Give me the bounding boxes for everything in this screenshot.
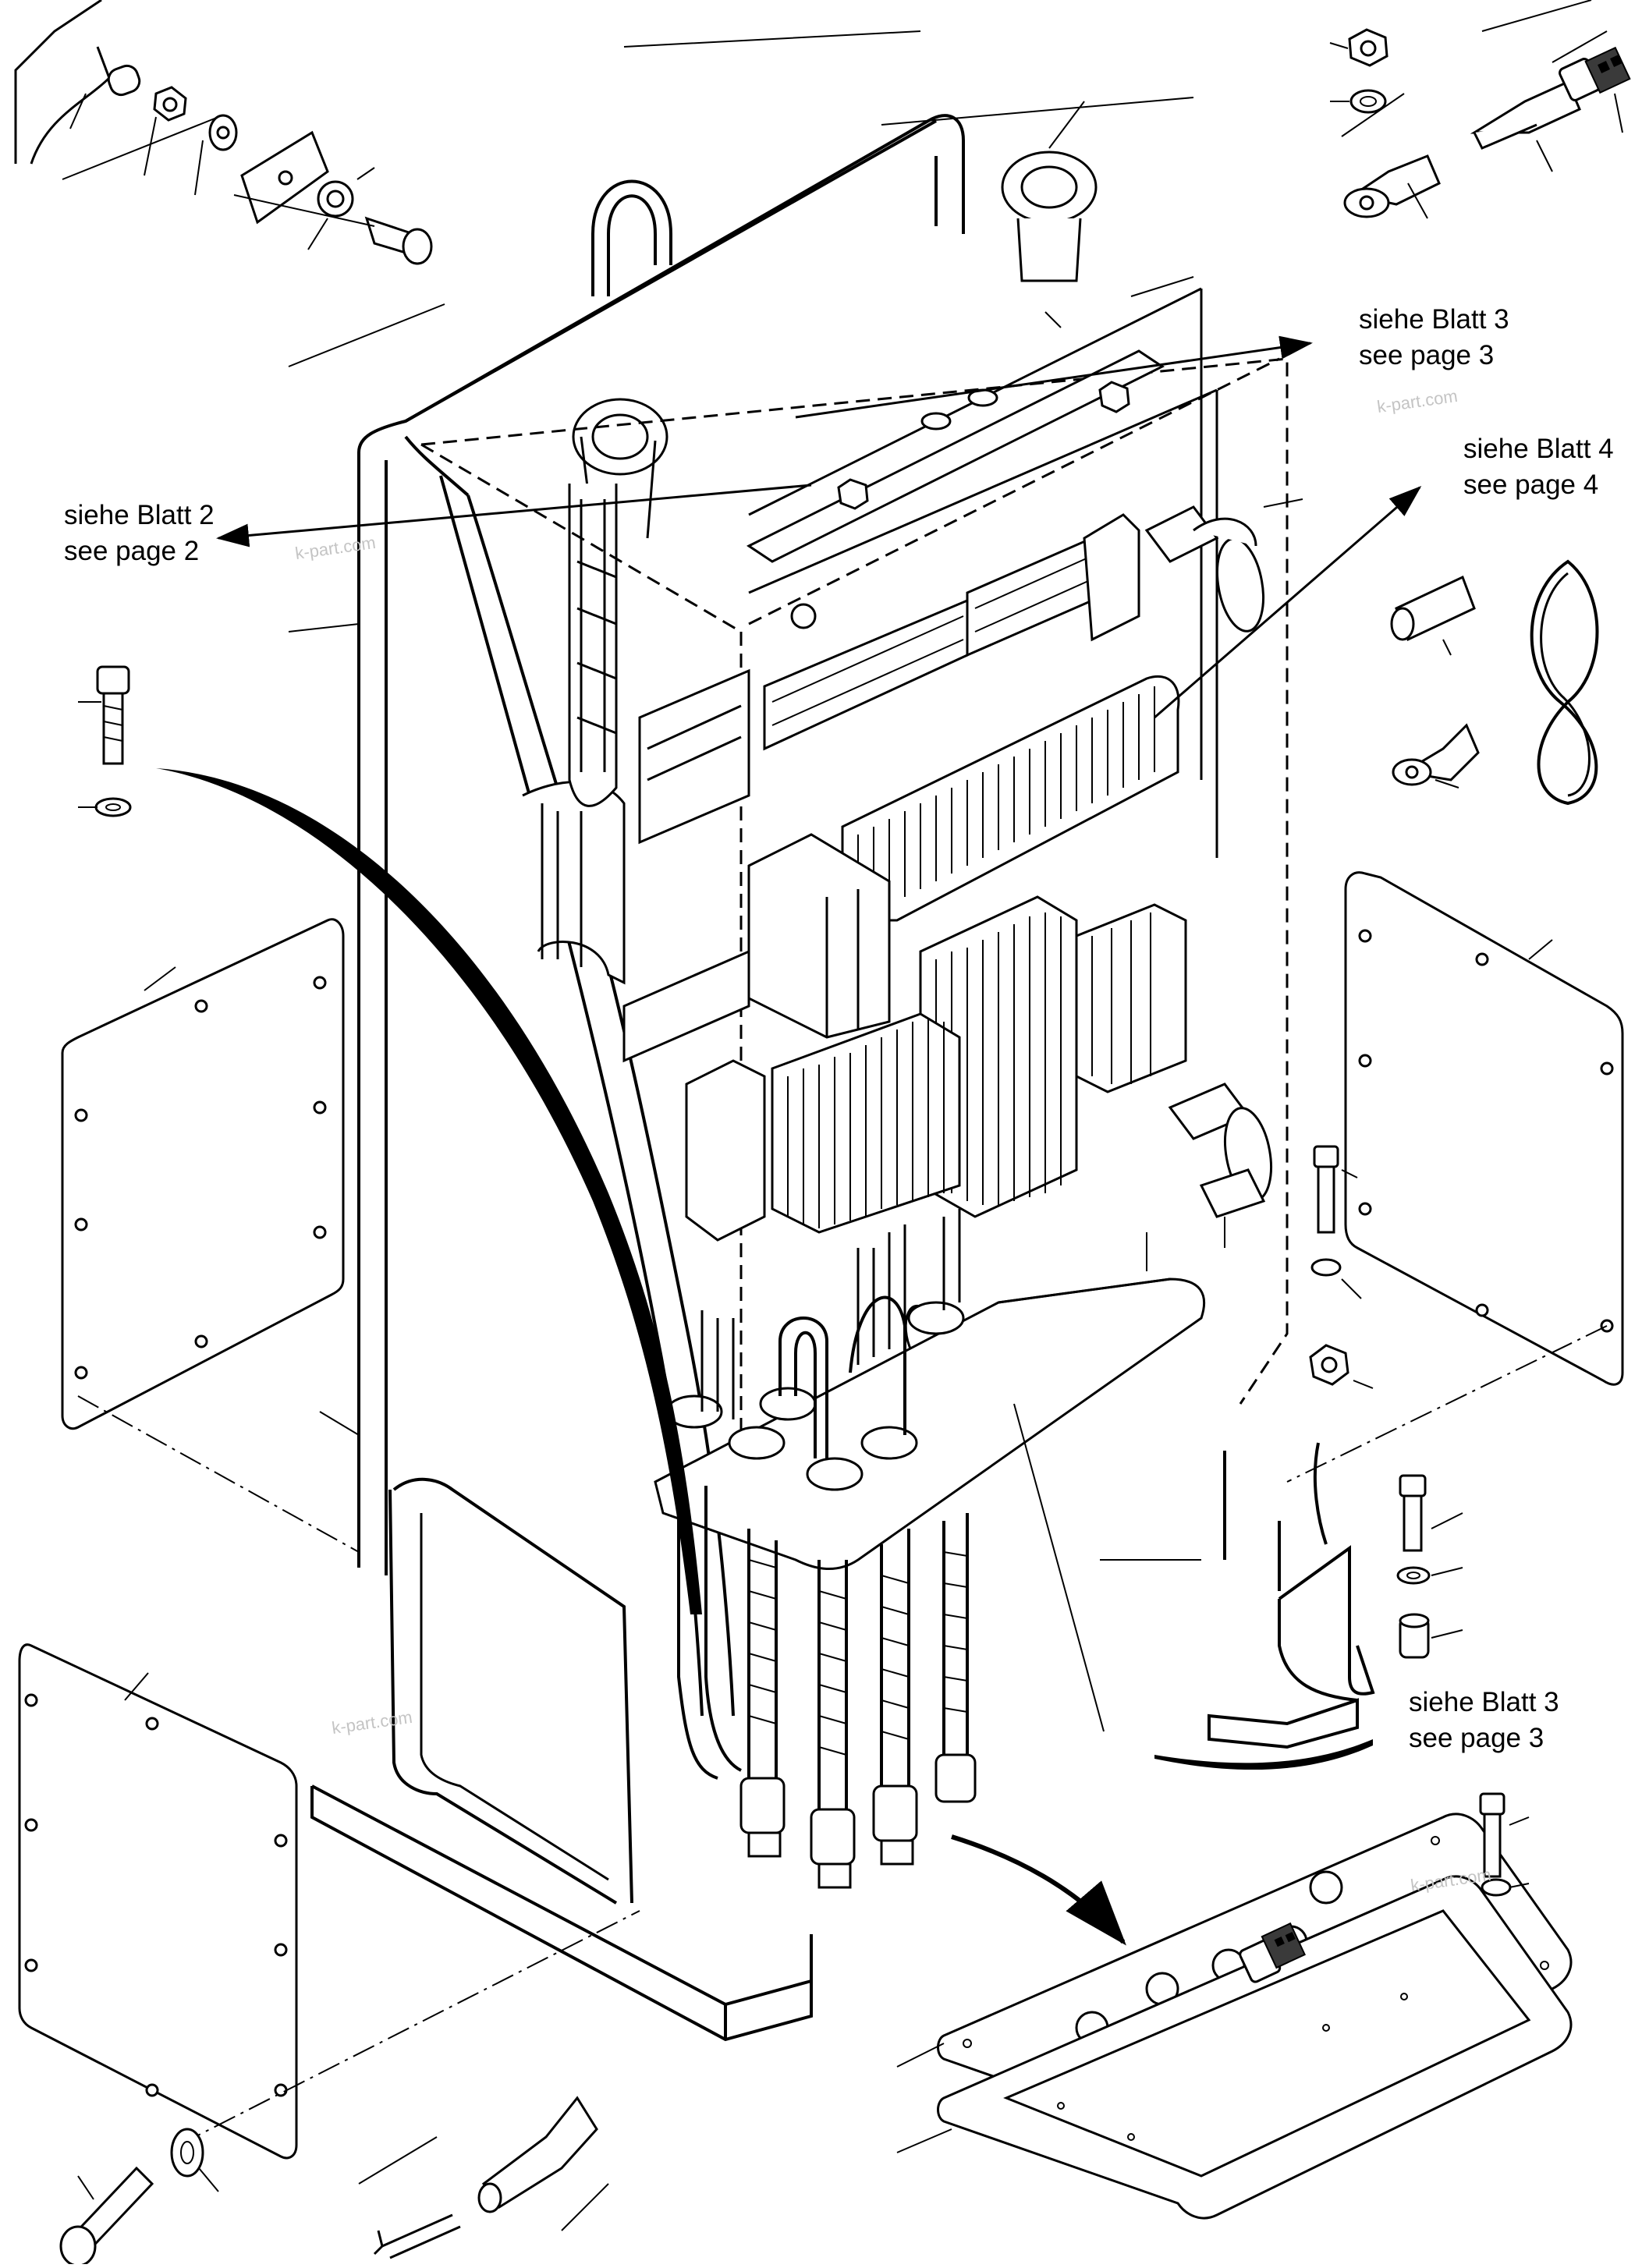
bottom-cable-plug	[358, 1922, 1306, 2259]
reference-label-en: see page 2	[64, 536, 200, 566]
routing-arrow-left	[78, 665, 702, 1614]
door-latches	[904, 505, 1272, 1363]
right-cover-panel	[1286, 871, 1624, 1483]
flexible-conduits	[677, 1474, 977, 1889]
left-upper-cover-panel	[61, 918, 360, 1553]
reference-label-page-4: siehe Blatt 4 see page 4	[1463, 431, 1614, 503]
loose-parts-right	[1390, 559, 1599, 806]
routing-arrow-bottom-right	[951, 1403, 1373, 1946]
top-left-mounting-detail	[14, 0, 433, 265]
bottom-gland-plate	[896, 1792, 1573, 2220]
top-right-cable-detail	[1329, 0, 1631, 219]
reference-label-de: siehe Blatt 4	[1463, 434, 1614, 464]
reference-label-page-2: siehe Blatt 2 see page 2	[64, 498, 215, 569]
reference-label-page-3-top: siehe Blatt 3 see page 3	[1359, 302, 1509, 374]
lifting-eye-bolts	[572, 101, 1098, 539]
reference-label-de: siehe Blatt 3	[1359, 304, 1509, 335]
reference-label-en: see page 4	[1463, 470, 1599, 500]
left-lower-cover-panel	[18, 1643, 640, 2267]
gland-plate-with-glands	[654, 1209, 1206, 1571]
reference-label-de: siehe Blatt 3	[1409, 1687, 1559, 1717]
reference-arrows	[216, 335, 1422, 1436]
reference-label-de: siehe Blatt 2	[64, 500, 215, 530]
mounting-plate	[420, 287, 1289, 1529]
callout-leaders	[288, 30, 1303, 1561]
right-mounting-hardware	[1396, 1474, 1463, 1659]
left-cable-duct	[522, 484, 626, 985]
reference-label-en: see page 3	[1359, 340, 1495, 370]
reference-label-en: see page 3	[1409, 1723, 1544, 1753]
reference-label-page-3-bottom: siehe Blatt 3 see page 3	[1409, 1685, 1559, 1756]
